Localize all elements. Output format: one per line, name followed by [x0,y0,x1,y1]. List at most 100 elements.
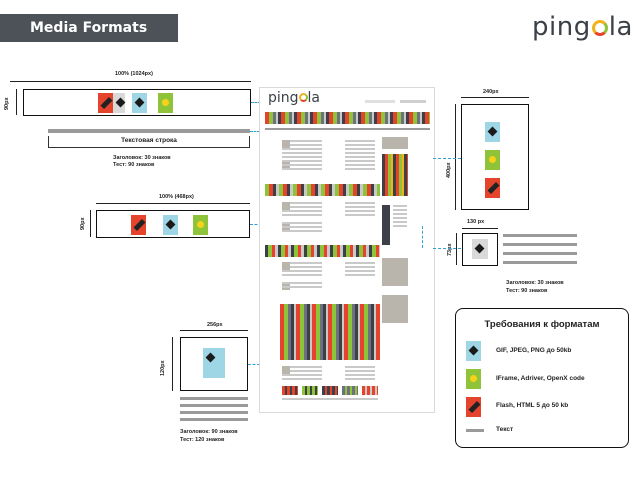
mockup-thumb [282,202,290,210]
square-width-label: 256px [207,322,223,328]
text-line-bar [180,418,248,421]
mockup-sidebar-block [382,295,408,323]
mockup-content [282,222,322,234]
thumb-green-icon [158,93,173,113]
logo-text-pre: ping [532,12,591,42]
thumb-blue-icon [203,348,225,378]
mockup-content [345,262,375,278]
requirements-title: Требования к форматам [484,319,600,330]
mockup-nav [365,100,395,103]
mockup-content [282,398,378,402]
thumb-blue-icon [485,122,500,142]
connector-line [433,158,461,159]
skyscraper-banner [461,104,529,210]
mid-banner-width-label: 100% (468px) [159,194,194,200]
square-height-label: 120px [160,360,166,376]
mockup-content [393,205,407,229]
connector-line [433,248,461,249]
page-title: Media Formats [0,14,178,42]
mockup-text-line [265,128,430,130]
text-format-icon [466,429,484,432]
mockup-nav [400,100,426,103]
small-width-dimension [462,228,498,229]
text-line-caption-1: Заголовок: 30 знаков [113,155,171,161]
mockup-leaderboard [265,112,430,124]
mockup-thumb [282,366,290,374]
text-line-bar [503,243,577,246]
leaderboard-width-dimension [10,81,251,82]
thumb-green-icon [193,215,208,235]
connector-line [251,102,261,103]
mockup-small-banner [382,205,390,245]
text-line-bar [503,261,577,264]
mid-banner [96,210,250,238]
mockup-thumb [282,140,290,148]
mockup-mini-banner [282,386,298,395]
leaderboard-height-label: 90px [4,97,10,110]
small-banner [462,233,498,266]
text-line-bar [180,404,248,407]
small-height-label: 73px [447,243,453,256]
leaderboard-height-dimension [16,89,17,115]
connector-line [248,364,260,365]
iframe-format-icon [466,369,481,389]
mid-banner-width-dimension [96,203,250,204]
requirement-label: IFrame, Adriver, OpenX code [496,375,585,382]
mockup-square-banner [280,304,380,360]
mockup-mid-banner-2 [265,245,380,257]
logo-o-icon [591,20,608,36]
mockup-sidebar-block [382,258,408,286]
thumb-red-icon [131,215,146,235]
mockup-logo-o-icon [298,93,308,102]
mockup-mini-banner [322,386,338,395]
requirement-label: Flash, HTML 5 до 50 kb [496,402,569,409]
flash-format-icon [466,397,481,417]
square-width-dimension [180,330,248,331]
image-format-icon [466,341,481,361]
mockup-logo-pre: ping [268,90,299,106]
mid-banner-height-label: 90px [80,217,86,230]
requirement-label: GIF, JPEG, PNG до 50kb [496,347,572,354]
mockup-content [282,262,322,278]
mockup-mini-banner [362,386,378,395]
mockup-mini-banner [342,386,358,395]
text-line-bar [503,252,577,255]
thumb-red-icon [485,178,500,198]
thumb-green-icon [485,150,500,170]
mockup-logo-post: la [307,90,321,106]
square-height-dimension [172,337,173,391]
mockup-content [345,202,375,218]
text-line-label: Текстовая строка [121,137,177,144]
logo-text-post: la [608,12,633,42]
skyscraper-height-label: 400px [446,162,452,178]
thumb-blue-icon [163,215,178,235]
square-banner [180,337,248,391]
mockup-content [282,160,322,172]
text-line-box [48,136,250,148]
mockup-skyscraper [382,154,408,196]
text-line-bar [48,129,250,133]
mockup-content [282,366,322,382]
text-line-bar [180,411,248,414]
skyscraper-height-dimension [455,104,456,210]
text-line-bar [503,234,577,237]
thumb-red-icon [98,93,113,113]
small-caption-1: Заголовок: 30 знаков [506,280,564,286]
mockup-thumb [282,262,290,270]
connector-line [250,131,260,132]
leaderboard-banner [23,89,251,116]
thumb-gray-icon [113,93,125,113]
leaderboard-width-label: 100% (1024px) [115,71,153,77]
connector-line [422,226,423,248]
mockup-mini-banner [302,386,318,395]
mockup-content [282,202,322,218]
mockup-content [345,160,375,172]
skyscraper-width-label: 240px [483,89,499,95]
small-width-label: 130 px [467,219,485,225]
skyscraper-width-dimension [461,97,529,98]
square-caption-2: Тест: 120 знаков [180,437,225,443]
square-caption-1: Заголовок: 90 знаков [180,429,238,435]
connector-line [250,224,262,225]
